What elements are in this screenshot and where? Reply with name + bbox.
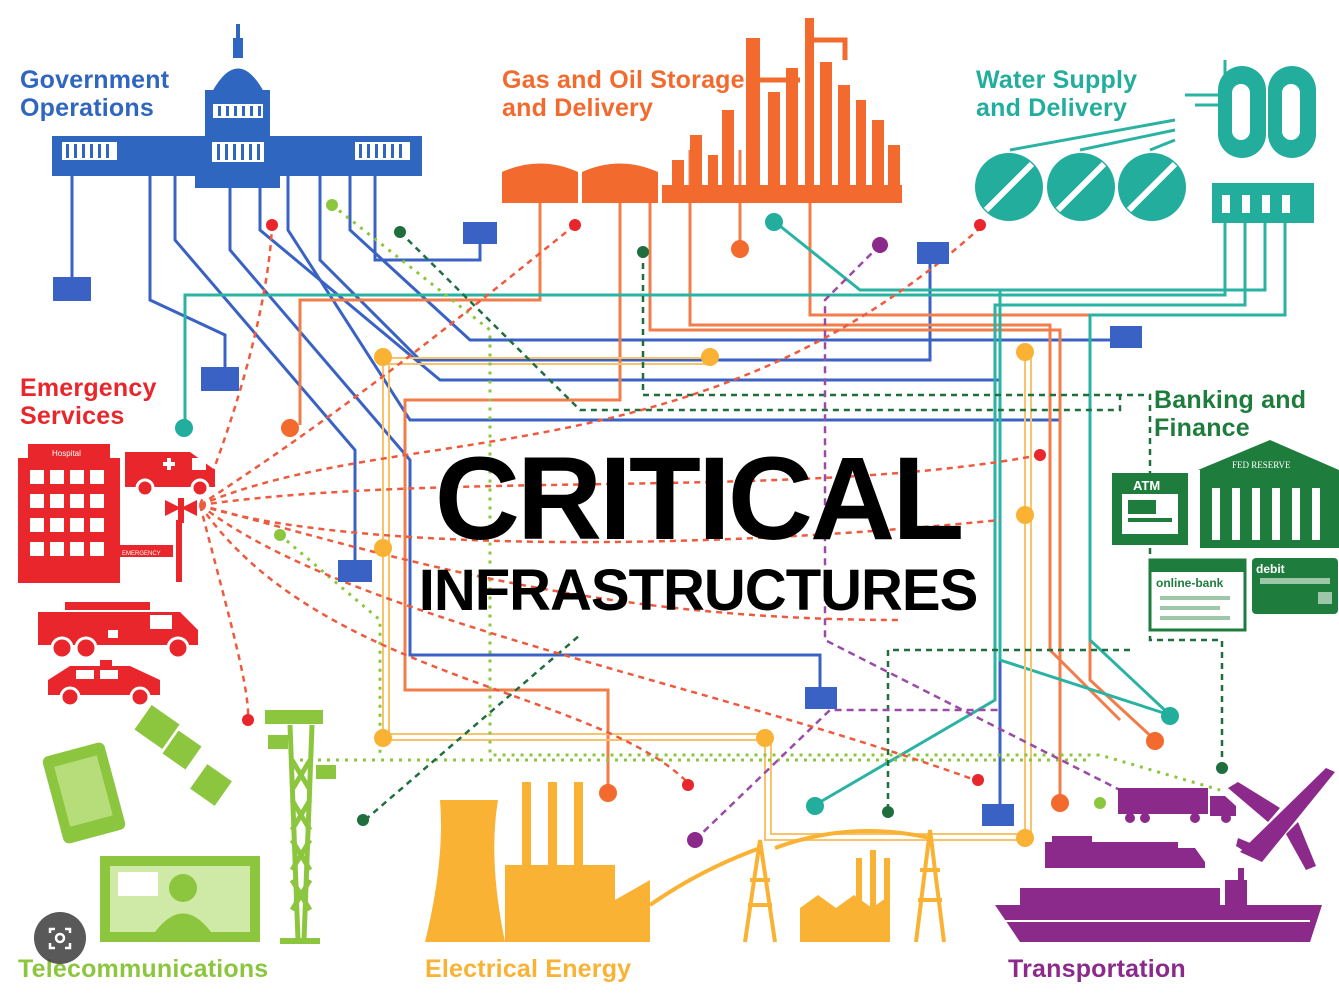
cell-tower-icon: [265, 710, 336, 944]
atm-label: ATM: [1133, 478, 1160, 493]
debit-card-icon: [1252, 558, 1338, 614]
transmission-tower-icon: [648, 828, 946, 943]
ambulance-icon: [125, 452, 215, 498]
network-nodes: [53, 199, 1228, 848]
label-transportation-line1: Transportation: [1008, 955, 1186, 983]
label-banking-line1: Banking and: [1154, 386, 1307, 414]
train-icon: [1045, 836, 1205, 868]
lens-icon[interactable]: [34, 912, 86, 964]
factory-icon: [800, 850, 890, 942]
debit-label: debit: [1256, 562, 1285, 576]
label-electrical-energy: Electrical Energy: [425, 955, 631, 983]
cargo-ship-icon: [995, 868, 1322, 942]
hospital-icon: [18, 444, 182, 583]
video-screen-icon: [100, 856, 260, 942]
label-water-line2: and Delivery: [976, 94, 1128, 122]
label-gas-oil: Gas and Oil Storage and Delivery: [502, 66, 745, 122]
hospital-sign: Hospital: [52, 449, 81, 458]
police-car-icon: [48, 660, 160, 708]
main-title: CRITICAL INFRASTRUCTURES: [368, 440, 1028, 622]
satellite-icon: [134, 704, 232, 806]
label-gas-oil-line2: and Delivery: [502, 94, 654, 122]
label-banking-line2: Finance: [1154, 414, 1250, 442]
label-government-line1: Government: [20, 66, 170, 94]
power-plant-icon: [425, 782, 650, 942]
water-pumps-icon: [975, 153, 1186, 221]
lens-glyph-icon: [48, 927, 72, 950]
title-line2: INFRASTRUCTURES: [418, 558, 979, 623]
label-transportation: Transportation: [1008, 955, 1186, 983]
atm-icon: [1112, 473, 1188, 545]
online-bank-icon: [1148, 558, 1247, 632]
fed-reserve-label: FED RESERVE: [1232, 460, 1291, 470]
emergency-sign: EMERGENCY: [122, 551, 161, 557]
airplane-icon: [1228, 768, 1335, 870]
refinery-icon: [662, 18, 902, 203]
storage-tanks-icon: [502, 163, 658, 203]
label-water-supply: Water Supply and Delivery: [976, 66, 1137, 122]
label-water-line1: Water Supply: [976, 66, 1138, 94]
water-tanks-icon: [1212, 66, 1316, 223]
title-line1: CRITICAL: [434, 433, 965, 565]
label-gas-oil-line1: Gas and Oil Storage: [502, 66, 745, 94]
label-emergency-services: Emergency Services: [20, 374, 157, 430]
tablet-icon: [42, 742, 126, 844]
truck-icon: [1118, 788, 1236, 823]
fire-truck-icon: [38, 602, 198, 660]
label-electrical-line1: Electrical Energy: [425, 955, 632, 983]
label-government-operations: Government Operations: [20, 66, 169, 122]
capitol-icon: [52, 24, 422, 188]
label-emergency-line2: Services: [20, 402, 125, 430]
label-emergency-line1: Emergency: [20, 374, 157, 402]
label-government-line2: Operations: [20, 94, 154, 122]
bank-building-icon: [1198, 440, 1339, 548]
label-banking-finance: Banking and Finance: [1154, 386, 1306, 442]
siren-icon: [165, 498, 197, 523]
online-bank-label: online-bank: [1156, 576, 1224, 590]
